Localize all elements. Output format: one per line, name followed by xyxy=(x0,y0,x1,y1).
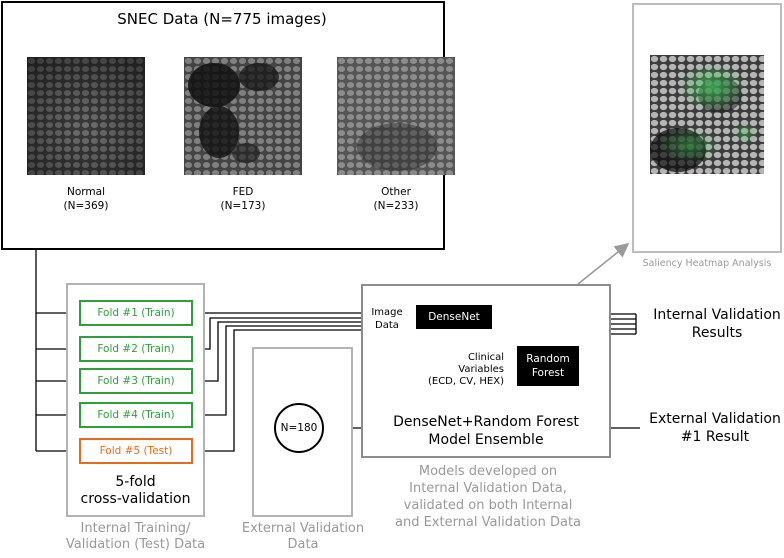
model-caption-line-2: Internal Validation Data, xyxy=(409,481,567,496)
normal-name: Normal xyxy=(67,186,105,198)
cross-validation-label: 5-fold cross-validation xyxy=(66,474,205,508)
internal-data-caption: Internal Training/ Validation (Test) Dat… xyxy=(55,521,216,553)
normal-count: (N=369) xyxy=(63,200,109,212)
clinical-line-3: (ECD, CV, HEX) xyxy=(427,376,504,387)
model-caption: Models developed on Internal Validation … xyxy=(376,463,600,531)
clinical-line-2: Variables xyxy=(458,364,504,375)
normal-group-label: Normal (N=369) xyxy=(16,185,156,213)
external-validation-result: External Validation #1 Result xyxy=(646,410,784,446)
external-results-line-1: External Validation xyxy=(649,411,781,427)
image-data-line-1: Image xyxy=(371,307,403,318)
external-caption-line-2: Data xyxy=(287,537,319,552)
image-data-label: Image Data xyxy=(367,306,407,332)
fold-1-train: Fold #1 (Train) xyxy=(79,300,193,326)
saliency-heatmap-image xyxy=(650,55,764,174)
model-caption-line-1: Models developed on xyxy=(418,464,558,479)
random-forest-block: Random Forest xyxy=(517,346,579,386)
densenet-block: DenseNet xyxy=(416,305,492,329)
external-caption-line-1: External Validation xyxy=(241,521,365,536)
saliency-caption: Saliency Heatmap Analysis xyxy=(642,258,772,269)
other-name: Other xyxy=(381,186,411,198)
fed-endothelium-image xyxy=(184,57,302,175)
fold-4-train: Fold #4 (Train) xyxy=(79,402,193,428)
ensemble-line-2: Model Ensemble xyxy=(428,432,544,448)
normal-endothelium-image xyxy=(27,57,145,175)
ensemble-line-1: DenseNet+Random Forest xyxy=(393,414,579,430)
other-count: (N=233) xyxy=(373,200,419,212)
fed-group-label: FED (N=173) xyxy=(173,185,313,213)
clinical-variables-label: Clinical Variables (ECD, CV, HEX) xyxy=(408,352,504,388)
model-caption-line-4: and External Validation Data xyxy=(394,515,582,530)
model-ensemble-label: DenseNet+Random Forest Model Ensemble xyxy=(361,413,611,449)
fed-count: (N=173) xyxy=(220,200,266,212)
fold-5-test: Fold #5 (Test) xyxy=(79,438,193,464)
rf-line-2: Forest xyxy=(531,367,565,379)
external-results-line-2: #1 Result xyxy=(680,429,750,445)
internal-caption-line-1: Internal Training/ xyxy=(80,521,191,536)
other-group-label: Other (N=233) xyxy=(326,185,466,213)
snec-title: SNEC Data (N=775 images) xyxy=(117,10,327,28)
fed-name: FED xyxy=(232,186,254,198)
external-count-circle: N=180 xyxy=(274,403,324,453)
model-caption-line-3: validated on both Internal xyxy=(403,498,573,513)
cv-line-2: cross-validation xyxy=(80,491,191,507)
internal-caption-line-2: Validation (Test) Data xyxy=(65,537,206,552)
other-endothelium-image xyxy=(337,57,455,175)
internal-results-line-2: Results xyxy=(691,325,743,341)
clinical-line-1: Clinical xyxy=(467,352,504,363)
image-data-line-2: Data xyxy=(375,320,399,331)
fold-3-train: Fold #3 (Train) xyxy=(79,368,193,394)
rf-line-1: Random xyxy=(526,353,570,365)
fold-2-train: Fold #2 (Train) xyxy=(79,336,193,362)
external-data-caption: External Validation Data xyxy=(232,521,374,553)
internal-results-line-1: Internal Validation xyxy=(653,307,781,323)
internal-validation-results: Internal Validation Results xyxy=(650,306,784,342)
cv-line-1: 5-fold xyxy=(115,474,156,490)
